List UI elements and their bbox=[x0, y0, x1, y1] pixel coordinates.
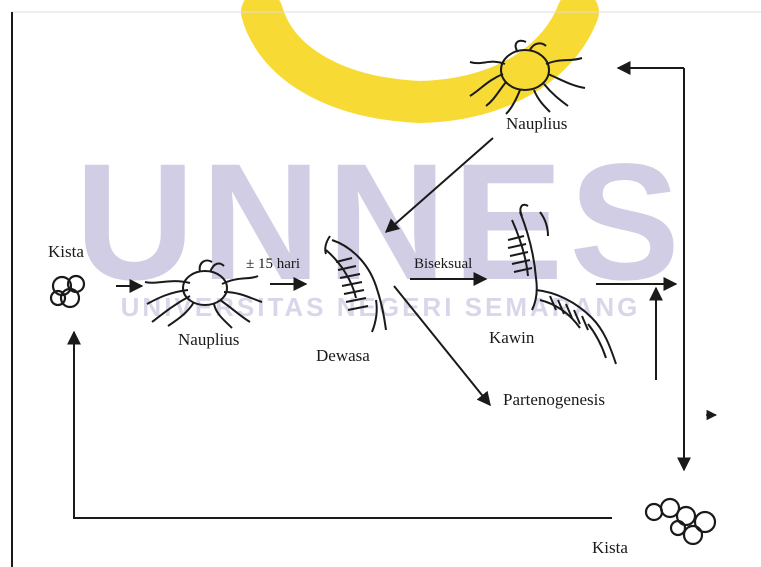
nauplius-left-icon bbox=[145, 260, 262, 328]
kista-start-icon bbox=[51, 276, 84, 307]
label-kawin: Kawin bbox=[489, 328, 534, 348]
label-dewasa: Dewasa bbox=[316, 346, 370, 366]
label-duration: ± 15 hari bbox=[246, 256, 300, 273]
label-biseksual: Biseksual bbox=[414, 256, 472, 273]
label-kista-end: Kista bbox=[592, 538, 628, 558]
arrow-dewasa-to-partenogenesis bbox=[394, 286, 490, 405]
nauplius-top-icon bbox=[470, 41, 585, 114]
arrow-nauplius-top-to-dewasa bbox=[386, 138, 493, 232]
label-kista-start: Kista bbox=[48, 242, 84, 262]
label-nauplius-top: Nauplius bbox=[506, 114, 567, 134]
kista-end-icon bbox=[646, 499, 715, 544]
label-partenogenesis: Partenogenesis bbox=[503, 390, 605, 410]
label-nauplius-left: Nauplius bbox=[178, 330, 239, 350]
dewasa-icon bbox=[325, 236, 386, 332]
